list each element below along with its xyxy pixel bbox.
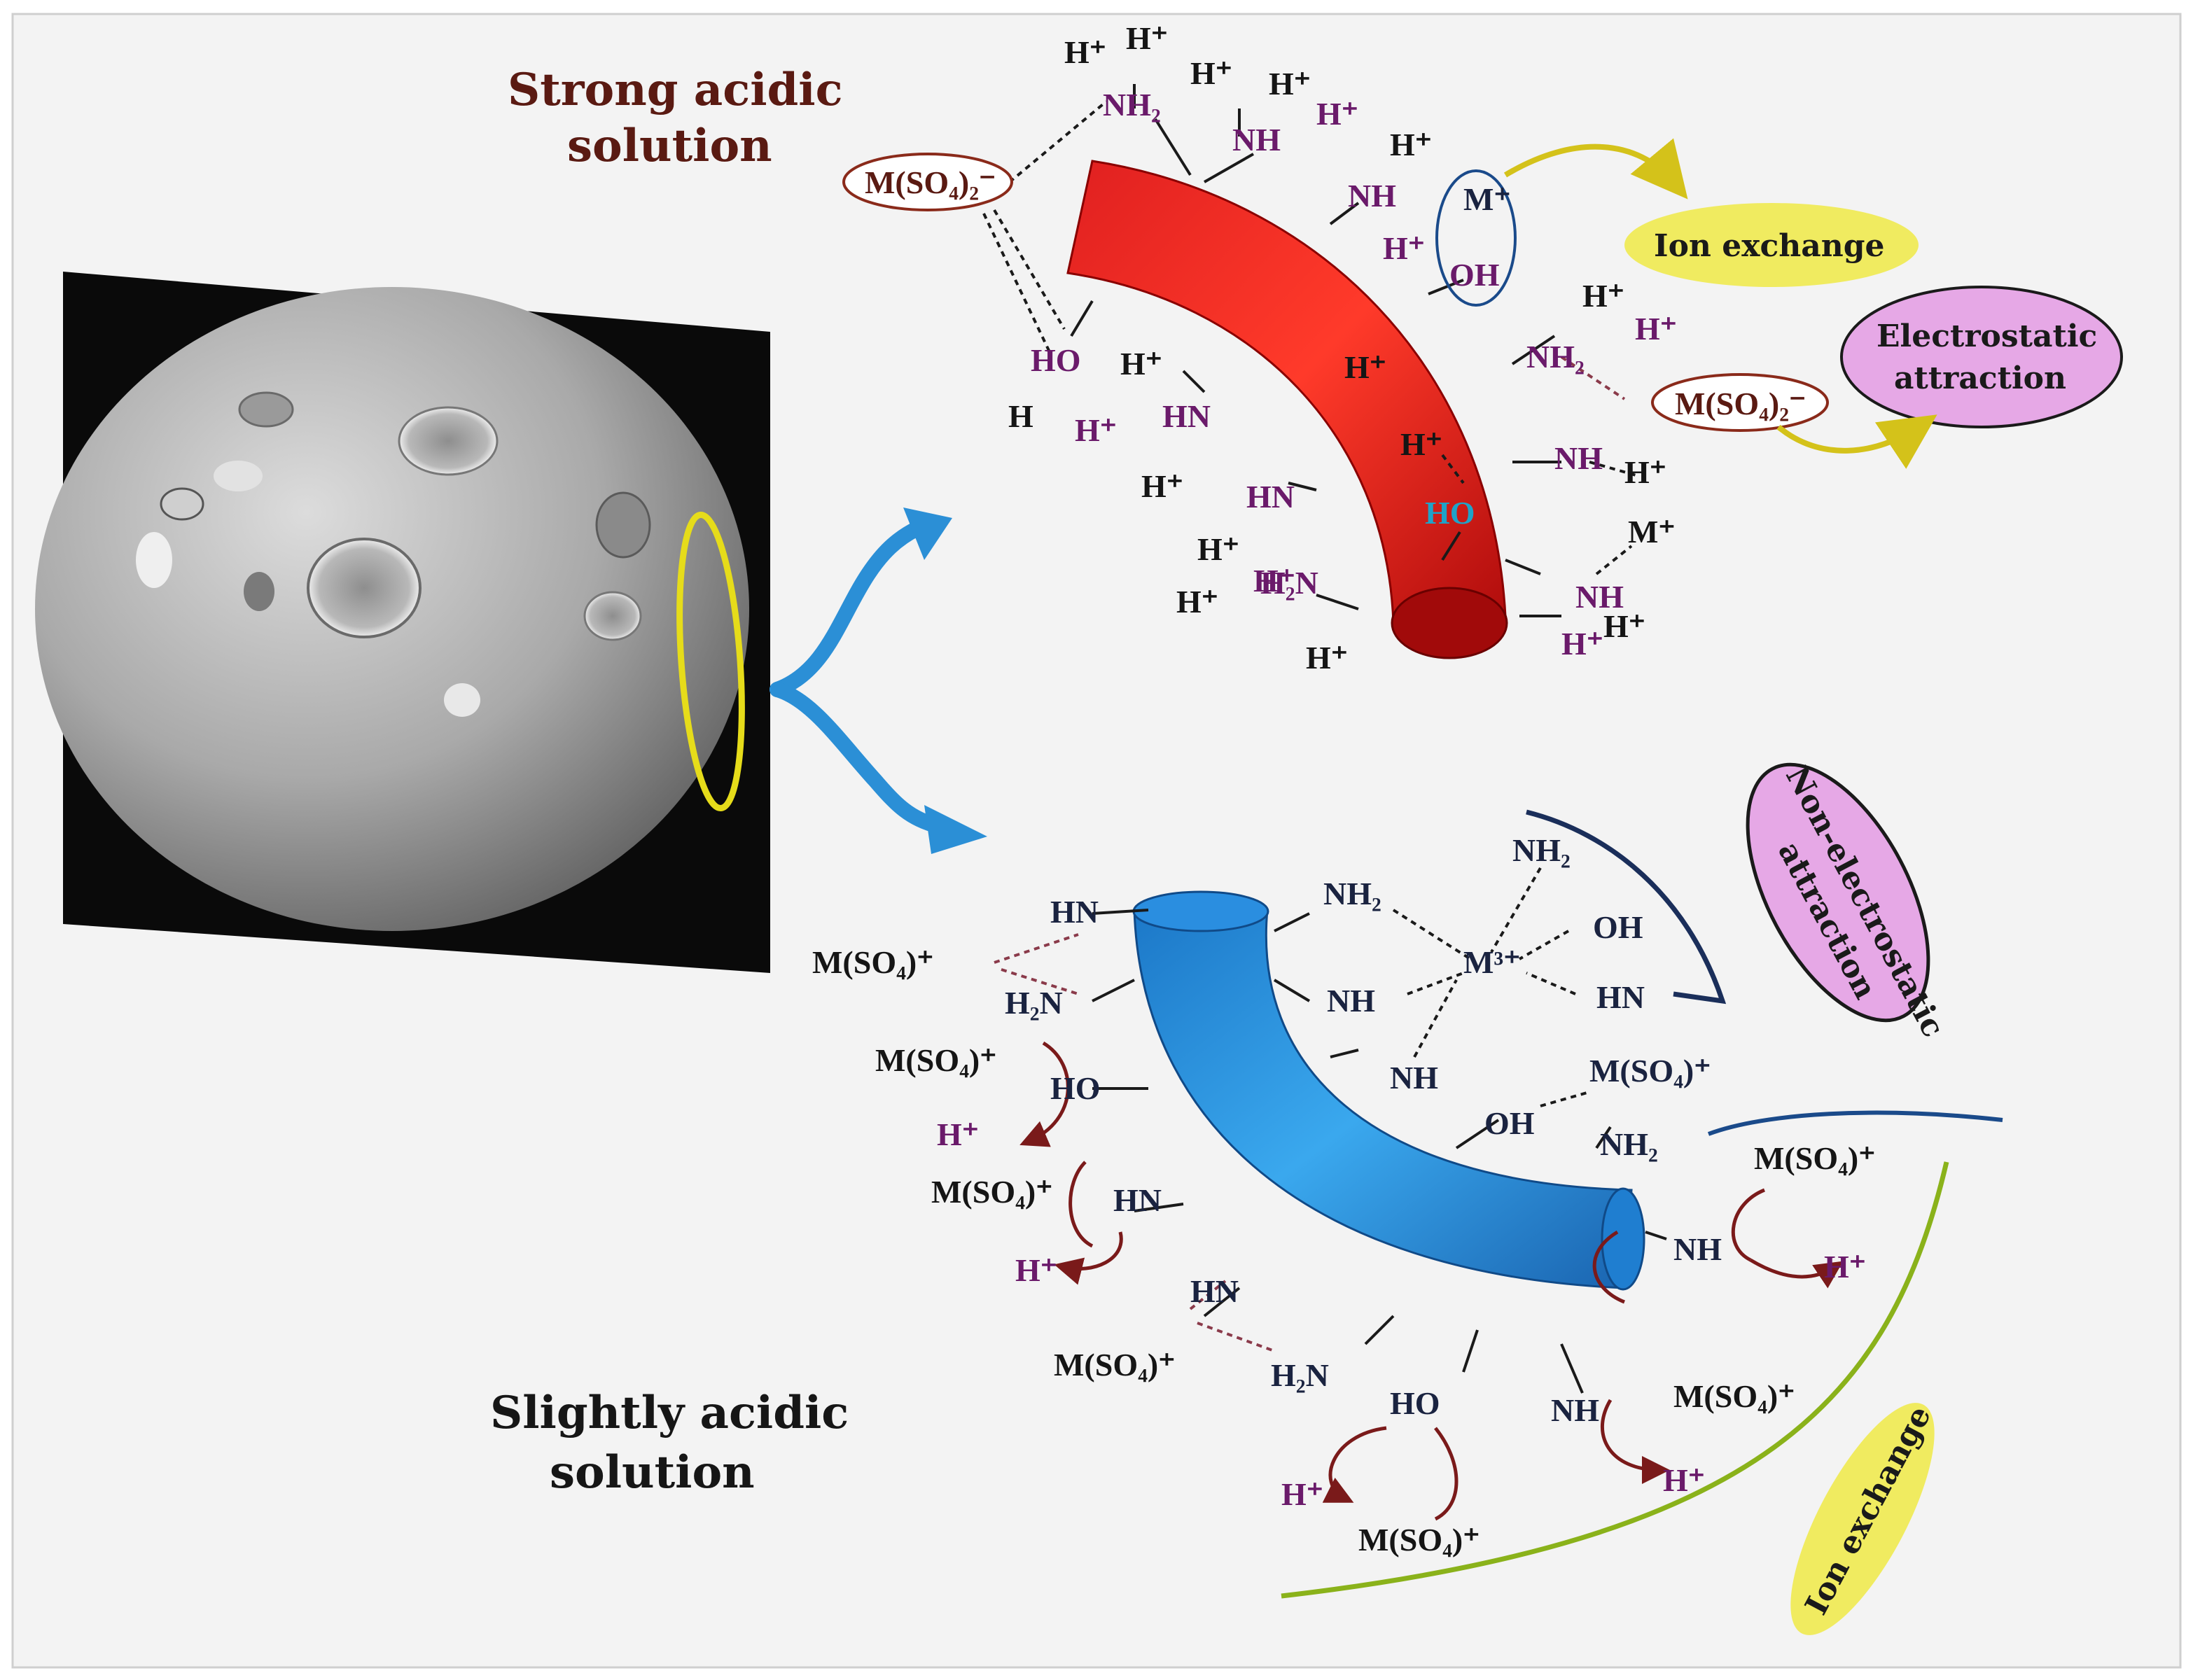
top-bonds — [982, 84, 1639, 617]
b-hn2: HN — [1596, 979, 1645, 1015]
b-h2: H⁺ — [1015, 1252, 1057, 1288]
t-h5: H⁺ — [1390, 127, 1432, 162]
heading-slight-line1: Slightly acidic — [490, 1387, 849, 1439]
heading-slight-line2: solution — [550, 1446, 755, 1499]
t-h1: H⁺ — [1126, 20, 1168, 56]
t-h11: H⁺ — [1141, 468, 1183, 504]
t-h16: H⁺ — [1253, 563, 1295, 598]
b-h2n2: H₂N — [1271, 1357, 1329, 1393]
b-h2n1: H₂N — [1005, 985, 1063, 1021]
t-h14: H⁺ — [1197, 531, 1239, 567]
b-mso4-4: M(SO₄)⁺ — [1754, 1140, 1876, 1176]
b-h3: H⁺ — [1824, 1249, 1866, 1284]
b-mso4-5: M(SO₄)⁺ — [931, 1174, 1053, 1210]
t-h18: H⁺ — [1561, 626, 1603, 662]
t-nh-bottom: NH — [1575, 579, 1624, 615]
b-mso4-6: M(SO₄)⁺ — [1054, 1347, 1176, 1382]
branch-arrows — [770, 507, 987, 854]
t-nh-a: NH — [1232, 122, 1281, 158]
b-ho2: HO — [1390, 1385, 1440, 1421]
b-mso4-8: M(SO₄)⁺ — [1358, 1522, 1480, 1558]
t-h3: H⁺ — [1269, 66, 1311, 102]
bottom-curl-arrows — [1019, 1041, 1844, 1521]
t-h17: H⁺ — [1306, 640, 1348, 676]
t-hn-mid: HN — [1246, 479, 1295, 514]
top-labels: H⁺ H⁺ H⁺ H⁺ H⁺ NH₂ NH H⁺ NH M⁺ H⁺ OH H⁺ … — [1008, 20, 1677, 676]
top-ellipses — [842, 153, 1829, 432]
b-ho1: HO — [1050, 1070, 1101, 1106]
t-h2: H⁺ — [1190, 55, 1232, 91]
t-h2n: H₂N — [1260, 565, 1318, 601]
highlight-ring — [676, 511, 745, 812]
t-nh-right: NH — [1554, 440, 1603, 476]
b-h4: H⁺ — [1281, 1476, 1323, 1512]
t-nh-b: NH — [1348, 178, 1396, 214]
t-h4: H⁺ — [1316, 96, 1358, 132]
t-hn-left: HN — [1162, 398, 1211, 434]
b-nh2-b: NH₂ — [1512, 832, 1571, 868]
top-mso4-left: M(SO₄)₂⁻ — [865, 164, 996, 200]
t-h12: H⁺ — [1400, 426, 1442, 462]
arrow-to-ion-exchange — [1503, 138, 1688, 200]
t-h-left: H — [1008, 398, 1033, 434]
pill-ion-exchange-top: Ion exchange — [1624, 203, 1919, 287]
t-ho-cyan: HO — [1425, 495, 1475, 531]
b-nh2-a: NH₂ — [1323, 876, 1381, 911]
t-h9: H⁺ — [1120, 346, 1162, 382]
pill-electrostatic: Electrostatic attraction — [1840, 286, 2123, 428]
b-nh2: NH — [1390, 1060, 1438, 1096]
sem-bead-image — [35, 272, 770, 973]
b-oh1: OH — [1593, 909, 1643, 945]
t-h10: H⁺ — [1075, 412, 1117, 448]
t-oh-circle: OH — [1449, 257, 1500, 293]
t-m-plus-circle: M⁺ — [1463, 181, 1511, 217]
b-oh2: OH — [1484, 1105, 1535, 1141]
t-h8: H⁺ — [1635, 311, 1677, 346]
t-h-mid: H⁺ — [1344, 349, 1386, 385]
t-h7: H⁺ — [1582, 278, 1624, 314]
t-nh2-right: NH₂ — [1526, 339, 1585, 374]
b-mso4-1: M(SO₄)⁺ — [812, 944, 934, 980]
t-h13: H⁺ — [1624, 454, 1666, 490]
b-hn4: HN — [1190, 1273, 1239, 1309]
t-ho-left: HO — [1031, 342, 1081, 378]
b-nh4: NH — [1551, 1392, 1599, 1428]
b-nh3: NH — [1673, 1231, 1722, 1267]
b-m3: M³⁺ — [1463, 944, 1521, 980]
blue-polymer-chain — [1132, 890, 1645, 1291]
b-hn1: HN — [1050, 894, 1099, 930]
t-m-plus-right: M⁺ — [1628, 514, 1676, 550]
b-nh1: NH — [1327, 983, 1375, 1018]
pill-electrostatic-line2: attraction — [1894, 360, 2066, 396]
heading-strong-line2: solution — [567, 120, 772, 172]
b-nh2-c: NH₂ — [1600, 1126, 1658, 1162]
pill-ion-exchange-top-text: Ion exchange — [1654, 228, 1885, 264]
b-h5: H⁺ — [1663, 1462, 1705, 1498]
heading-strong-line1: Strong acidic — [508, 64, 843, 116]
t-h15: H⁺ — [1176, 584, 1218, 620]
bottom-labels: HN NH₂ NH₂ M³⁺ OH M(SO₄)⁺ H₂N NH HN M(SO… — [812, 832, 1876, 1558]
t-h-circle: H⁺ — [1383, 230, 1425, 266]
t-h19: H⁺ — [1603, 608, 1645, 644]
b-h1: H⁺ — [937, 1116, 979, 1152]
top-mso4-right: M(SO₄)₂⁻ — [1675, 386, 1806, 421]
b-mso4-2: M(SO₄)⁺ — [875, 1042, 997, 1078]
pill-electrostatic-line1: Electrostatic — [1877, 318, 2097, 354]
b-mso4-3: M(SO₄)⁺ — [1589, 1053, 1711, 1088]
bottom-bonds — [994, 809, 2003, 1599]
red-polymer-chain — [1066, 160, 1508, 659]
t-nh2-top: NH₂ — [1103, 87, 1161, 122]
b-hn3: HN — [1113, 1182, 1162, 1218]
b-mso4-7: M(SO₄)⁺ — [1673, 1378, 1795, 1414]
t-h6: H⁺ — [1064, 34, 1106, 70]
arrow-to-electrostatic — [1776, 414, 1937, 469]
